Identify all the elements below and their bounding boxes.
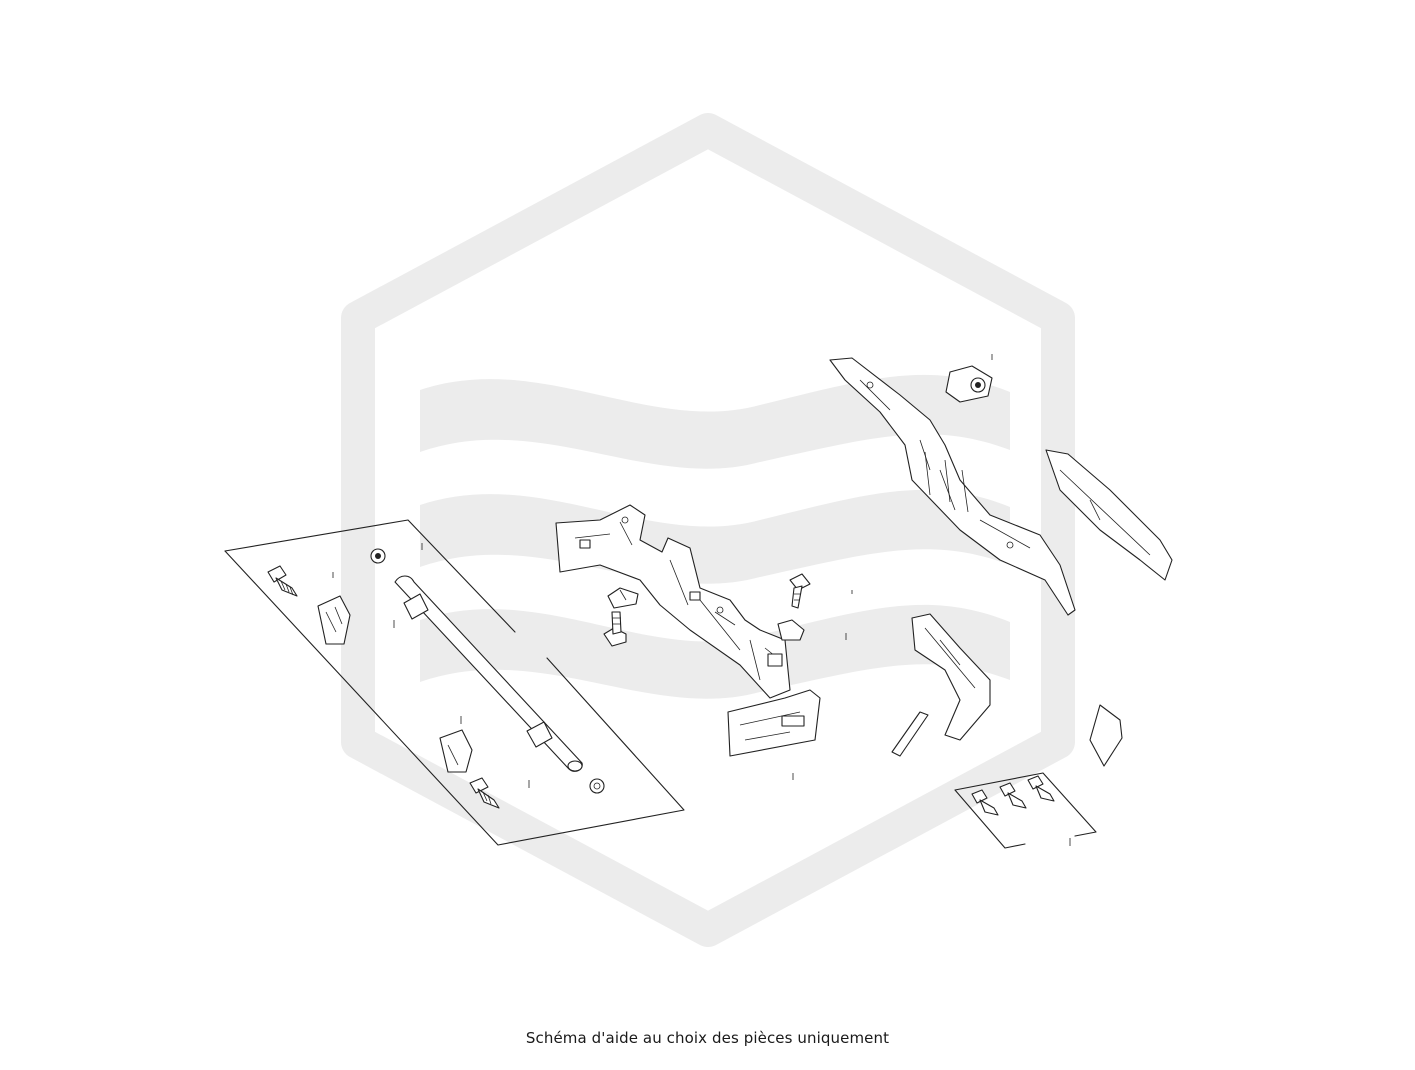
bolt-part: [603, 611, 627, 647]
bushing-part: [589, 778, 605, 794]
nut-part: [607, 587, 639, 609]
upper-right-rail-group: [829, 354, 1173, 616]
support-bar-part: [394, 575, 583, 772]
bolt-part: [1027, 775, 1055, 802]
bracket-part: [317, 595, 351, 645]
clip-part: [777, 619, 805, 641]
impact-absorber-part: [911, 613, 991, 741]
upper-rail-part: [829, 357, 1076, 616]
mounting-plate-part: [727, 689, 821, 757]
crossmember-part: [555, 504, 791, 699]
bolt-part: [789, 573, 811, 609]
bolt-part: [999, 782, 1027, 809]
diagram-caption: Schéma d'aide au choix des pièces unique…: [525, 1029, 890, 1047]
left-support-bar-kit: [224, 519, 685, 846]
bolt-part: [971, 789, 999, 816]
hexagon-waves-logo-icon: [341, 113, 1075, 947]
sensor-bracket-part: [945, 365, 993, 403]
trim-strip-part: [891, 711, 929, 757]
shield-plate-part: [1089, 704, 1123, 767]
bolt-kit: [954, 772, 1097, 849]
side-rail-part: [1045, 449, 1173, 581]
bracket-part: [439, 729, 473, 773]
bushing-part: [370, 548, 386, 564]
crossmember-assembly: [555, 504, 853, 780]
lower-right-parts: [891, 613, 1123, 767]
bolt-part: [469, 777, 500, 809]
bolt-part: [267, 565, 298, 597]
